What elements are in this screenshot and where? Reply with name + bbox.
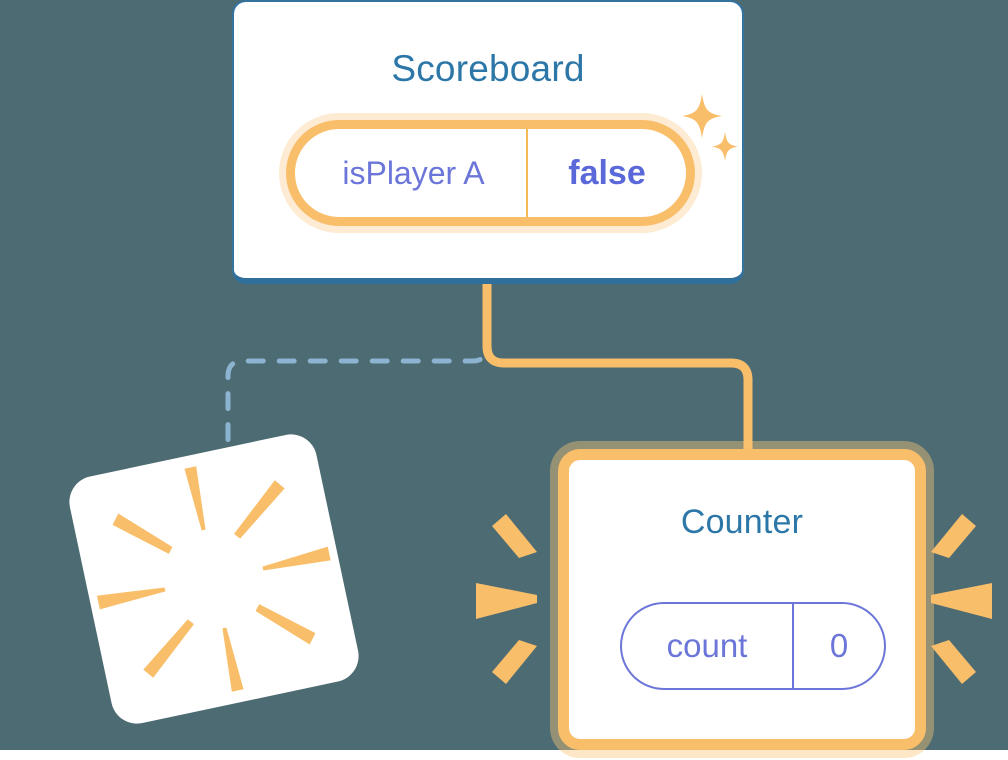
scoreboard-pill[interactable]: isPlayer A false — [286, 120, 695, 226]
edge-scoreboard-to-counter — [482, 282, 753, 462]
ghost-card[interactable] — [64, 429, 364, 729]
counter-pill-value: 0 — [829, 627, 849, 664]
scoreboard-card[interactable]: Scoreboard isPlayer A false — [232, 0, 744, 284]
edge-scoreboard-to-ghost — [225, 297, 490, 463]
counter-pill-key: count — [622, 604, 794, 688]
counter-pill[interactable]: count 0 — [620, 602, 886, 690]
counter-card[interactable]: Counter count 0 — [558, 449, 926, 750]
counter-title: Counter — [680, 503, 804, 541]
scoreboard-title: Scoreboard — [391, 48, 585, 89]
scoreboard-pill-key: isPlayer A — [295, 129, 528, 217]
scoreboard-pill-value: false — [568, 153, 646, 192]
